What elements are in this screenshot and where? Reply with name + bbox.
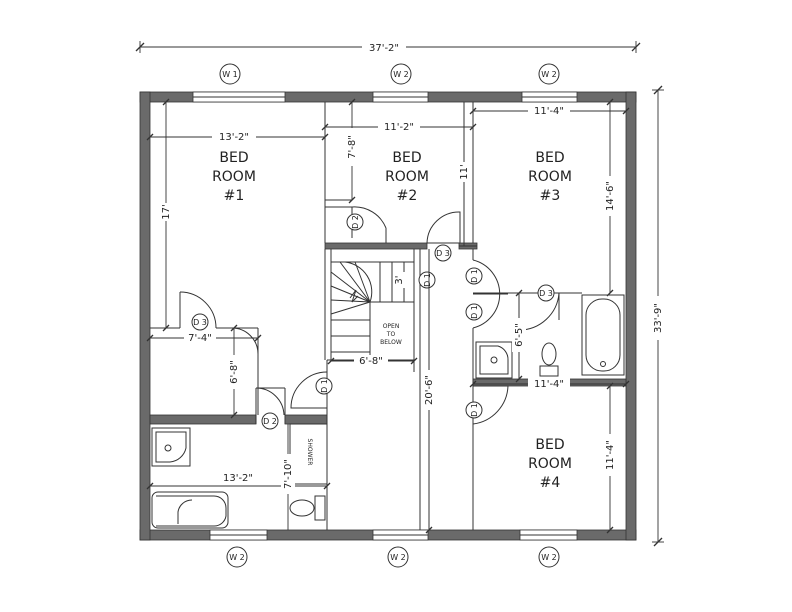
overall-depth-dimension: 33'-9"	[651, 85, 665, 547]
window-tag-w1: W 1	[222, 70, 238, 79]
room-labels: BED ROOM #1 BED ROOM #2 BED ROOM #3 BED …	[212, 150, 572, 491]
bed4-label-line1: BED	[535, 437, 564, 453]
door-tag-bath-main: D 1	[320, 379, 329, 393]
bed2-label-line1: BED	[392, 150, 421, 166]
bathtub-left	[151, 491, 229, 529]
bed3-width-dim: 11'-4"	[534, 106, 564, 117]
shower-label: SHOWER	[306, 439, 313, 466]
door-tag-bath-right: D 3	[539, 289, 553, 298]
stair-width-dim: 6'-8"	[359, 356, 383, 367]
window-tag-w2-top-right: W 2	[541, 70, 557, 79]
door-tags: D 2 D 3 D 1 D 1 D 1 D 3 D 3 D 2 D 1 D 1	[191, 213, 555, 430]
bath-top-depth-dim: 6'-8"	[229, 360, 240, 384]
bed1-depth-dim: 17'	[161, 204, 172, 219]
bed4-label-line2: ROOM	[528, 456, 572, 472]
open-to-below-area	[369, 301, 415, 361]
bed3-label-line3: #3	[540, 188, 561, 204]
bed2-depth-dim: 7'-8"	[347, 135, 358, 159]
bed3-label-line1: BED	[535, 150, 564, 166]
corner-tub-right	[475, 341, 513, 379]
window-tag-w2-bottom-left: W 2	[229, 553, 245, 562]
window-tag-w2-top-mid: W 2	[393, 70, 409, 79]
windows	[192, 91, 578, 541]
window-tags: W 1 W 2 W 2 W 2 W 2 W 2	[219, 63, 560, 568]
bed2-width-dim: 11'-2"	[384, 122, 414, 133]
overall-width-label: 37'-2"	[369, 43, 399, 54]
bath-bottom-width-dim: 13'-2"	[223, 473, 253, 484]
internal-dimensions: 13'-2" 17' 11'-2" 7'-8" 11' 11'-4"	[146, 98, 630, 534]
bed3-depth-dim: 14'-6"	[605, 181, 616, 211]
door-tag-stair: D 1	[423, 273, 432, 287]
door-tag-bed2-closet: D 2	[351, 215, 360, 229]
hall-depth-dim: 20'-6"	[424, 375, 435, 405]
bed1-width-dim: 13'-2"	[219, 132, 249, 143]
toilet-right	[539, 365, 559, 377]
bath-bottom-depth-dim: 7'-10"	[283, 459, 294, 489]
bed1-label-line1: BED	[219, 150, 248, 166]
staircase: OPEN TO BELOW	[330, 261, 415, 361]
bed1-label-line2: ROOM	[212, 169, 256, 185]
stair-depth-dim: 3'	[394, 275, 405, 284]
open-to-below-label-3: BELOW	[380, 339, 402, 346]
overall-width-dimension: 37'-2"	[135, 40, 641, 54]
door-tag-bed1-closet: D 3	[193, 318, 207, 327]
toilet-left	[314, 495, 326, 521]
door-tag-bath-left: D 2	[263, 417, 277, 426]
door-tag-bed4: D 1	[470, 403, 479, 417]
bed3-label-line2: ROOM	[528, 169, 572, 185]
doors	[179, 206, 560, 425]
closet-depth-dim: 11'	[459, 164, 470, 179]
bath-right-width-dim: 11'-4"	[534, 379, 564, 390]
door-tag-bed3: D 3	[436, 249, 450, 258]
bath-right-depth-dim: 6'-5"	[514, 323, 525, 347]
door-tag-bath-hall: D 1	[470, 305, 479, 319]
bed2-label-line2: ROOM	[385, 169, 429, 185]
overall-depth-label: 33'-9"	[653, 303, 664, 333]
open-to-below-label-1: OPEN	[383, 323, 400, 330]
bed4-label-line3: #4	[540, 475, 561, 491]
door-tag-bed3-hall: D 1	[470, 269, 479, 283]
bed1-label-line3: #1	[224, 188, 245, 204]
bed2-label-line3: #2	[397, 188, 418, 204]
window-tag-w2-bottom-right: W 2	[541, 553, 557, 562]
fixtures: SHOWER	[151, 294, 625, 529]
bath-top-width-dim: 7'-4"	[188, 333, 212, 344]
window-tag-w2-bottom-mid: W 2	[390, 553, 406, 562]
bed4-depth-dim: 11'-4"	[605, 440, 616, 470]
open-to-below-label-2: TO	[386, 331, 396, 338]
